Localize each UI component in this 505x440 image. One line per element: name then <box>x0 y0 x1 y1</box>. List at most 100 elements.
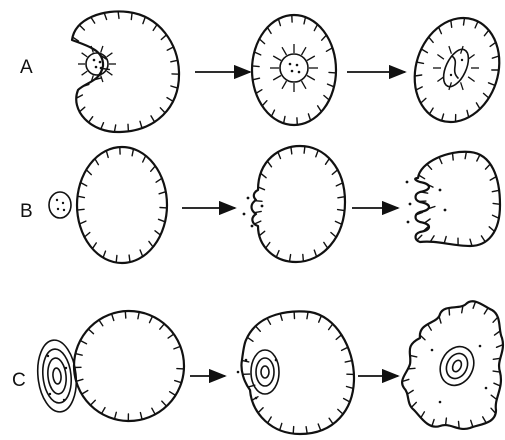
membrane-tick <box>421 98 426 103</box>
membrane-tick <box>449 308 450 315</box>
membrane-tick <box>88 329 93 334</box>
vacuole-spike <box>282 47 287 55</box>
membrane-tick <box>328 84 335 87</box>
membrane-tick <box>459 421 460 428</box>
vacuole-spike <box>101 46 103 53</box>
internalized-particle <box>86 53 108 75</box>
membrane-tick <box>159 192 166 194</box>
membrane-tick <box>428 324 432 330</box>
vacuole-spike <box>468 77 475 82</box>
membrane-tick <box>266 243 270 249</box>
vacuole-spike <box>437 55 444 60</box>
row-a <box>72 7 505 133</box>
membrane-tick <box>439 316 441 323</box>
host-cell-oval <box>402 7 505 133</box>
membrane-tick <box>159 219 166 222</box>
membrane-tick <box>417 235 422 240</box>
membrane-tick <box>102 69 109 70</box>
membrane-tick <box>80 25 85 30</box>
membrane-tick <box>318 106 322 112</box>
membrane-tick <box>336 335 341 340</box>
membrane-tick <box>331 233 336 238</box>
membrane-tick <box>101 123 104 129</box>
membrane-tick <box>489 227 494 232</box>
membrane-tick <box>444 237 446 244</box>
membrane-tick <box>112 314 114 321</box>
membrane-tick <box>168 334 174 338</box>
membrane-tick <box>143 156 146 162</box>
membrane-tick <box>493 358 500 359</box>
approaching-particle <box>49 192 71 218</box>
membrane-tick <box>475 22 478 28</box>
membrane-tick <box>493 371 500 372</box>
membrane-tick <box>473 302 475 309</box>
membrane-tick <box>318 424 321 431</box>
membrane-tick <box>76 379 83 381</box>
membrane-tick <box>427 164 432 169</box>
membrane-tick <box>175 381 182 383</box>
membrane-tick <box>171 60 178 62</box>
membrane-tick <box>114 125 115 132</box>
membrane-tick <box>267 161 271 167</box>
membrane-tick <box>490 177 496 181</box>
membrane-tick <box>347 387 354 389</box>
membrane-tick <box>256 326 261 331</box>
membrane-tick <box>80 341 86 344</box>
vacuole-spike <box>461 82 464 90</box>
membrane-tick <box>417 62 424 63</box>
membrane-tick <box>267 318 270 324</box>
membrane-tick <box>336 183 342 186</box>
membrane-tick <box>156 178 162 182</box>
membrane-tick <box>307 312 308 319</box>
membrane-tick <box>439 27 442 33</box>
membrane-tick <box>170 392 176 396</box>
membrane-tick <box>242 360 249 362</box>
membrane-tick <box>75 354 82 356</box>
membrane-tick <box>91 17 95 23</box>
membrane-tick <box>329 418 333 424</box>
membrane-tick <box>254 211 261 212</box>
membrane-tick <box>446 418 447 425</box>
membrane-tick <box>421 49 427 53</box>
membrane-tick <box>493 317 498 322</box>
membrane-tick <box>155 231 161 235</box>
membrane-tick <box>160 108 165 113</box>
membrane-tick <box>432 420 434 427</box>
membrane-tick <box>326 159 330 165</box>
membrane-tick <box>483 417 487 423</box>
membrane-tick <box>131 13 132 20</box>
membrane-tick <box>85 233 90 238</box>
membrane-tick <box>259 231 264 235</box>
membrane-tick <box>280 314 282 321</box>
membrane-tick <box>125 311 126 318</box>
vacuole-spike <box>82 71 88 75</box>
membrane-tick <box>106 151 108 158</box>
membrane-tick <box>116 256 117 263</box>
membrane-tick <box>495 331 501 335</box>
membrane-tick <box>252 66 259 67</box>
membrane-tick <box>104 13 106 20</box>
membrane-tick <box>314 250 316 257</box>
membrane-tick <box>103 251 105 258</box>
vacuole-spike <box>307 56 315 61</box>
membrane-tick <box>338 409 343 414</box>
membrane-tick <box>99 320 103 326</box>
membrane-tick <box>494 383 501 386</box>
membrane-tick <box>484 308 488 314</box>
membrane-tick <box>162 401 167 406</box>
membrane-tick <box>259 39 264 44</box>
membrane-tick <box>324 242 328 248</box>
membrane-tick <box>253 78 260 80</box>
vacuole-spike <box>107 53 113 57</box>
membrane-tick <box>174 346 181 349</box>
membrane-tick <box>326 48 332 52</box>
target-cell-b2 <box>252 146 346 262</box>
membrane-tick <box>78 196 85 197</box>
membrane-tick <box>278 152 281 159</box>
membrane-tick <box>484 30 488 36</box>
released-granules-b3 <box>406 181 447 224</box>
membrane-tick <box>92 243 96 249</box>
membrane-tick <box>167 47 173 50</box>
membrane-tick <box>421 192 428 193</box>
